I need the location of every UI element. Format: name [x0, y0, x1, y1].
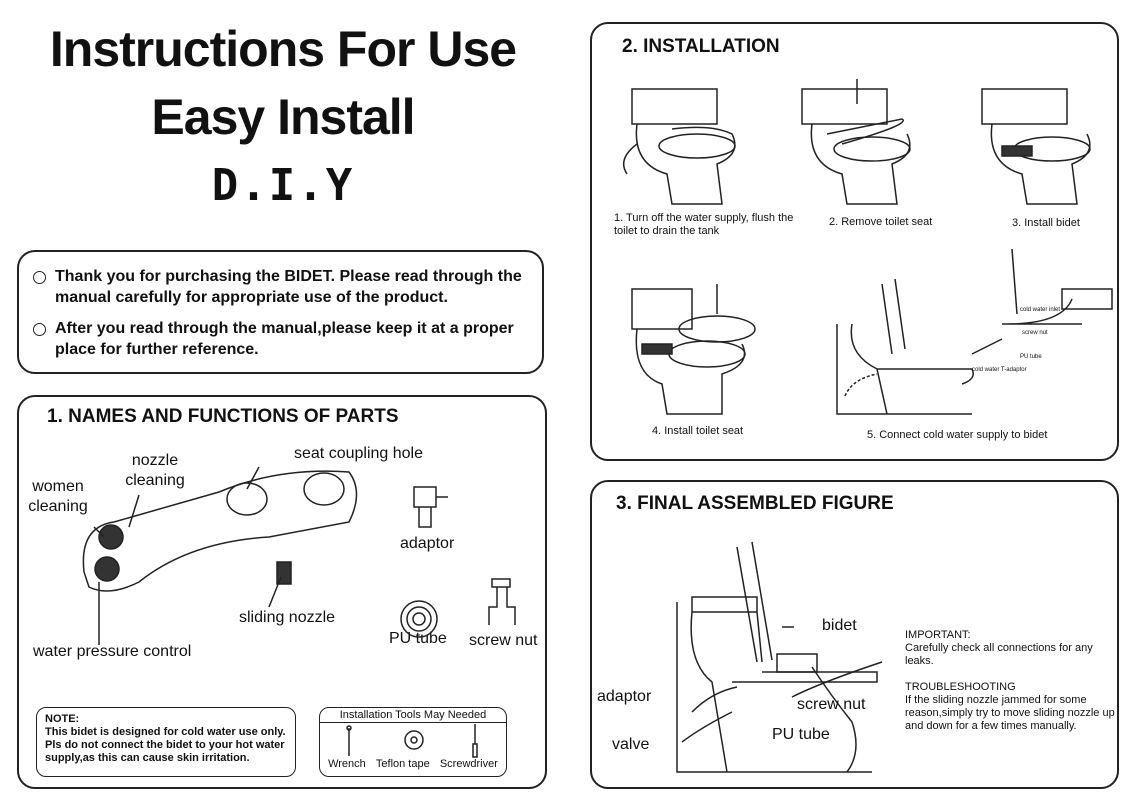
title-line-2: Easy Install [151, 89, 415, 145]
installation-heading: 2. INSTALLATION [622, 36, 780, 57]
callout-screw-nut: screw nut [1022, 330, 1048, 336]
intro-text-2: After you read through the manual,please… [55, 320, 514, 358]
tool-wrench: Wrench [328, 758, 366, 770]
parts-heading: 1. NAMES AND FUNCTIONS OF PARTS [47, 406, 399, 427]
label-pu-tube: PU tube [389, 630, 447, 647]
note-box: NOTE: This bidet is designed for cold wa… [36, 707, 296, 777]
important-title: IMPORTANT: [905, 629, 971, 641]
label-pu-tube: PU tube [772, 726, 830, 743]
title-line-1: Instructions For Use [49, 21, 517, 77]
troubleshooting-title: TROUBLESHOOTING [905, 681, 1016, 693]
callout-t-adaptor: cold water T-adaptor [972, 367, 1027, 373]
assembled-toilet-illustration [676, 541, 883, 773]
step-4-label: 4. Install toilet seat [652, 425, 744, 437]
installation-section: 2. INSTALLATION 1. Turn off the water su… [590, 22, 1119, 461]
label-adaptor: adaptor [597, 688, 652, 705]
wrench-icon [346, 725, 352, 756]
toilet-illustrations [622, 79, 1113, 415]
note-text: This bidet is designed for cold water us… [45, 726, 286, 764]
intro-item: Thank you for purchasing the BIDET. Plea… [33, 266, 528, 308]
label-screw-nut: screw nut [797, 696, 866, 713]
intro-text-1: Thank you for purchasing the BIDET. Plea… [55, 268, 522, 306]
step-1-label: 1. Turn off the water supply, flush the … [614, 212, 794, 237]
teflon-tape-icon [404, 730, 424, 750]
bidet-parts-illustration [82, 466, 516, 645]
tool-screwdriver: Screwdriver [439, 758, 498, 770]
label-water-pressure-control: water pressure control [33, 643, 192, 660]
step-3-label: 3. Install bidet [1012, 217, 1080, 229]
callout-pu-tube: PU tube [1020, 354, 1042, 360]
tools-box: Installation Tools May Needed Wrench Tef… [319, 707, 507, 777]
intro-item: After you read through the manual,please… [33, 318, 528, 360]
label-bidet: bidet [822, 617, 857, 634]
final-heading: 3. FINAL ASSEMBLED FIGURE [616, 493, 894, 514]
step-5-label: 5. Connect cold water supply to bidet [867, 429, 1048, 441]
label-screw-nut: screw nut [469, 632, 538, 649]
label-seat-coupling-hole: seat coupling hole [294, 445, 423, 462]
callout-cold-water-inlet: cold water inlet [1020, 307, 1061, 313]
screwdriver-icon [472, 724, 478, 758]
note-title: NOTE: [45, 713, 80, 725]
tools-title: Installation Tools May Needed [320, 708, 506, 723]
label-sliding-nozzle: sliding nozzle [239, 609, 336, 626]
bullet-circle-icon [33, 271, 46, 284]
step-2-label: 2. Remove toilet seat [829, 216, 933, 228]
intro-list: Thank you for purchasing the BIDET. Plea… [33, 266, 528, 360]
label-valve: valve [612, 736, 650, 753]
label-nozzle-cleaning: nozzle cleaning [125, 452, 185, 489]
label-adaptor: adaptor [400, 535, 455, 552]
troubleshooting-text: If the sliding nozzle jammed for some re… [905, 694, 1115, 732]
label-women-cleaning: women cleaning [28, 478, 88, 515]
title-diy: D.I.Y [211, 160, 355, 211]
tool-teflon-tape: Teflon tape [375, 758, 430, 770]
tools-list: Wrench Teflon tape Screwdriver [320, 758, 506, 770]
final-assembled-section: 3. FINAL ASSEMBLED FIGURE bidet adaptor … [590, 480, 1119, 789]
important-notes: IMPORTANT: Carefully check all connectio… [905, 629, 1115, 733]
intro-box: Thank you for purchasing the BIDET. Plea… [17, 250, 544, 374]
parts-section: 1. NAMES AND FUNCTIONS OF PARTS seat cou… [17, 395, 547, 789]
bullet-circle-icon [33, 323, 46, 336]
important-text: Carefully check all connections for any … [905, 642, 1093, 667]
